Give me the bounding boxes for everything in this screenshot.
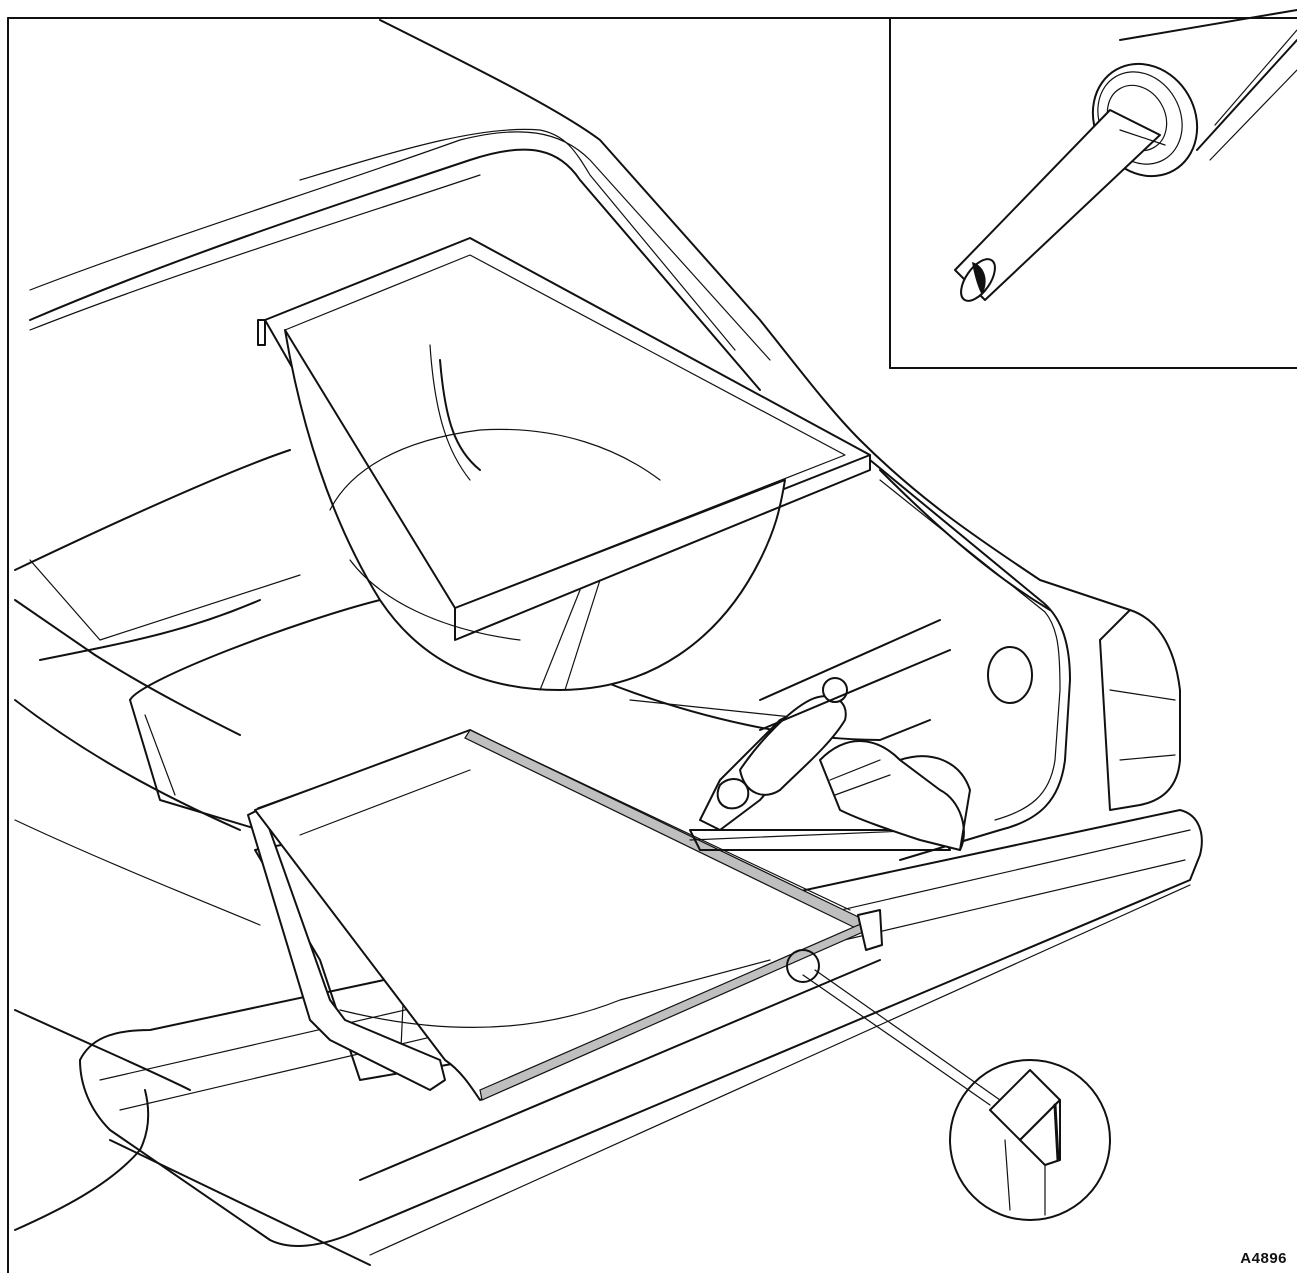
- sealant-gun-with-hands: [699, 619, 971, 851]
- figure-reference-code: A4896: [1240, 1250, 1287, 1267]
- seal-lip-detail-circle: [949, 1059, 1111, 1221]
- drain-hole: [987, 646, 1033, 704]
- nozzle-detail-inset: [889, 9, 1297, 369]
- spare-wheel-tub: [257, 237, 871, 691]
- detail-leader: [786, 949, 1001, 1106]
- page-frame: [7, 17, 1297, 1273]
- trunk-interior: [129, 599, 951, 1101]
